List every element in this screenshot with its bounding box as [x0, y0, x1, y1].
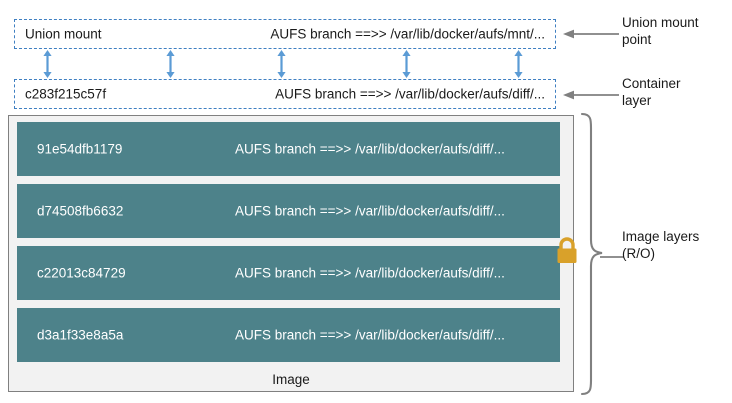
- image-layer-branch-path: AUFS branch ==>> /var/lib/docker/aufs/di…: [235, 141, 505, 157]
- callout-image-layers: Image layers (R/O): [622, 229, 700, 261]
- image-layer-branch-path: AUFS branch ==>> /var/lib/docker/aufs/di…: [235, 203, 505, 219]
- container-layer-row: c283f215c57f AUFS branch ==>> /var/lib/d…: [14, 79, 556, 109]
- image-layers-leader-line: [600, 246, 624, 264]
- image-layer-row: c22013c84729 AUFS branch ==>> /var/lib/do…: [17, 246, 560, 300]
- image-layer-id: 91e54dfb1179: [37, 141, 123, 157]
- double-headed-arrow-icon-4: [401, 50, 412, 78]
- container-layer-branch-path: AUFS branch ==>> /var/lib/docker/aufs/di…: [275, 86, 545, 102]
- image-layer-branch-path: AUFS branch ==>> /var/lib/docker/aufs/di…: [235, 265, 505, 281]
- union-mount-branch-path: AUFS branch ==>> /var/lib/docker/aufs/mn…: [270, 26, 545, 42]
- double-headed-arrow-icon-5: [513, 50, 524, 78]
- curly-brace-icon: [578, 112, 612, 396]
- container-layer-id: c283f215c57f: [25, 86, 107, 102]
- union-mount-row: Union mount AUFS branch ==>> /var/lib/do…: [14, 19, 556, 49]
- container-layer-leader-arrow: [563, 88, 619, 106]
- double-headed-arrow-icon-2: [165, 50, 176, 78]
- union-mount-leader-arrow: [563, 27, 619, 45]
- image-layer-row: d3a1f33e8a5a AUFS branch ==>> /var/lib/do…: [17, 308, 560, 362]
- image-layer-row: d74508fb6632 AUFS branch ==>> /var/lib/do…: [17, 184, 560, 238]
- callout-union-mount-point: Union mount point: [622, 15, 699, 47]
- callout-container-layer: Container layer: [622, 76, 681, 108]
- image-caption: Image: [272, 372, 310, 387]
- image-layer-branch-path: AUFS branch ==>> /var/lib/docker/aufs/di…: [235, 327, 505, 343]
- image-layer-id: d74508fb6632: [37, 203, 124, 219]
- double-headed-arrow-icon-1: [42, 50, 53, 78]
- double-headed-arrow-icon-3: [276, 50, 287, 78]
- image-layer-id: c22013c84729: [37, 265, 126, 281]
- image-layer-id: d3a1f33e8a5a: [37, 327, 124, 343]
- lock-icon: [554, 236, 580, 266]
- union-mount-label: Union mount: [25, 26, 102, 42]
- image-layer-row: 91e54dfb1179 AUFS branch ==>> /var/lib/do…: [17, 122, 560, 176]
